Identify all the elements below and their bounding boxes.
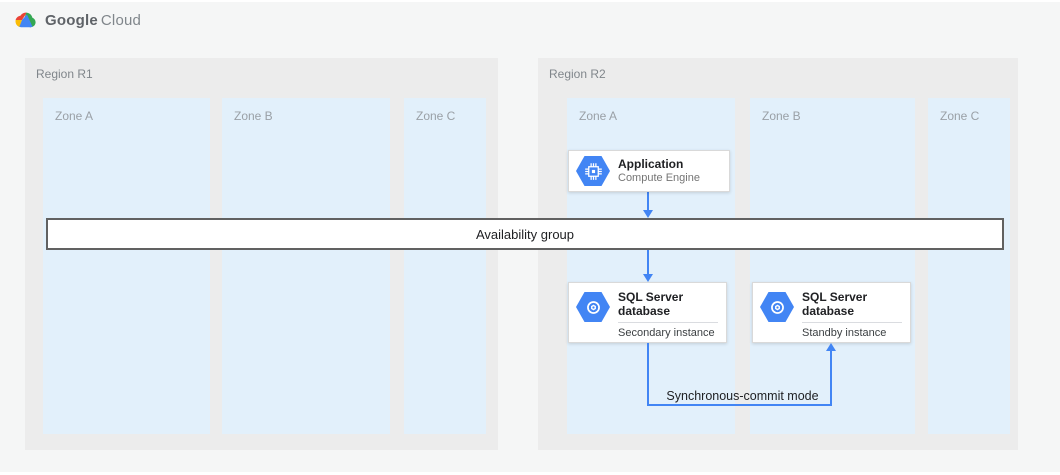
- region-r2-label: Region R2: [549, 67, 606, 81]
- arrow-down-icon: [643, 210, 653, 218]
- arrow-banner-to-sql-line: [647, 250, 649, 275]
- region-r1-label: Region R1: [36, 67, 93, 81]
- region-r2-zone-c-label: Zone C: [940, 109, 980, 123]
- sql-secondary-node: SQL Server database Secondary instance: [568, 282, 727, 343]
- sync-connector-across-line: [647, 404, 832, 406]
- availability-group-label: Availability group: [475, 226, 575, 242]
- logo-google-word: Google: [45, 11, 98, 29]
- sync-commit-label: Synchronous-commit mode: [666, 389, 819, 403]
- application-product: Compute Engine: [618, 172, 700, 184]
- sql-secondary-role: Secondary instance: [618, 327, 715, 339]
- sql-database-icon: [576, 292, 610, 322]
- region-r2-zone-a: Zone A: [567, 98, 735, 434]
- divider: [618, 322, 718, 323]
- divider: [802, 322, 902, 323]
- sql-standby-role: Standby instance: [802, 327, 887, 339]
- application-node: Application Compute Engine: [568, 150, 730, 192]
- region-r2-zone-a-label: Zone A: [579, 109, 618, 123]
- application-title: Application: [618, 157, 684, 171]
- sql-database-icon: [760, 292, 794, 322]
- region-r1-zone-b: Zone B: [222, 98, 390, 434]
- region-r2-zone-b-label: Zone B: [762, 109, 801, 123]
- sync-connector-down-line: [647, 343, 649, 406]
- sql-standby-title: SQL Server database: [802, 290, 868, 318]
- region-r1-zone-a-label: Zone A: [55, 109, 94, 123]
- region-r1-zone-c-label: Zone C: [416, 109, 456, 123]
- arrow-down-icon: [643, 274, 653, 282]
- arrow-app-to-banner-line: [647, 192, 649, 211]
- region-r1-zone-a: Zone A: [43, 98, 210, 434]
- sync-connector-up-line: [830, 350, 832, 404]
- sql-secondary-title: SQL Server database: [618, 290, 684, 318]
- availability-group-banner: Availability group: [46, 218, 1004, 250]
- arrow-up-icon: [826, 343, 836, 351]
- google-cloud-logo-icon: [15, 12, 36, 28]
- region-r2-zone-c: Zone C: [928, 98, 1010, 434]
- region-r2-zone-b: Zone B: [750, 98, 915, 434]
- region-r1-zone-b-label: Zone B: [234, 109, 273, 123]
- region-r1: Region R1 Zone A Zone B Zone C: [25, 58, 498, 450]
- logo-cloud-word: Cloud: [100, 11, 142, 29]
- region-r1-zone-c: Zone C: [404, 98, 486, 434]
- compute-engine-chip-icon: [576, 156, 610, 186]
- sql-standby-node: SQL Server database Standby instance: [752, 282, 911, 343]
